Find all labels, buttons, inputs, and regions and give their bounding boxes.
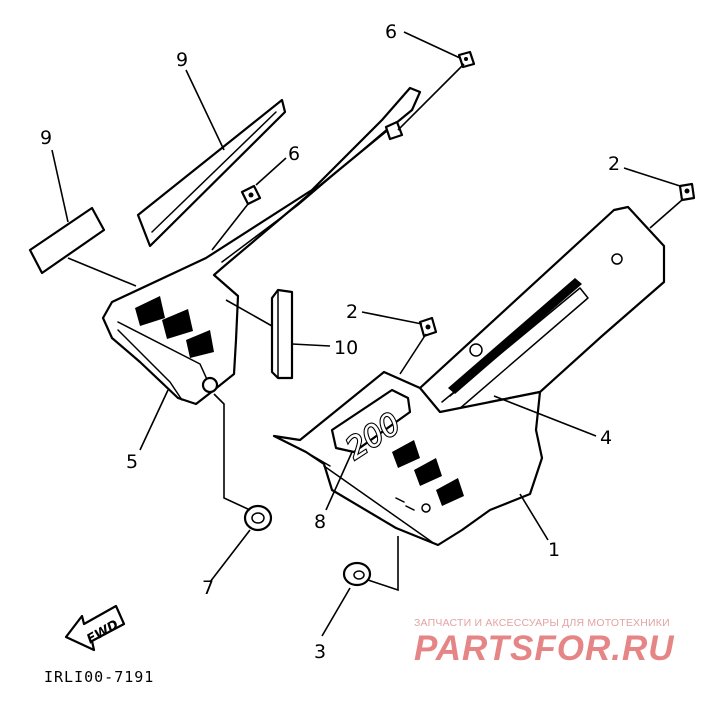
part-6-grommet-upper	[457, 50, 476, 69]
callout-6-lower: 6	[288, 143, 300, 165]
callout-3: 3	[314, 641, 326, 663]
callout-4: 4	[600, 427, 612, 449]
part-4-upper-cover	[418, 205, 666, 422]
callout-9-left: 9	[40, 127, 52, 149]
watermark: ЗАПЧАСТИ И АКСЕССУАРЫ ДЛЯ МОТОТЕХНИКИ PA…	[414, 617, 675, 668]
part-5-left-side-cover	[101, 86, 422, 406]
callout-5: 5	[126, 451, 138, 473]
part-3-grommet	[342, 561, 372, 587]
part-2-grommet-center	[418, 316, 438, 338]
callout-2-center: 2	[346, 301, 358, 323]
callout-8: 9	[176, 49, 188, 71]
watermark-caption: ЗАПЧАСТИ И АКСЕССУАРЫ ДЛЯ МОТОТЕХНИКИ	[414, 617, 670, 629]
watermark-logo: PARTSFOR.RU	[414, 629, 675, 668]
forward-direction-arrow: FWD	[64, 604, 126, 652]
callout-9-right: 8	[314, 511, 326, 533]
part-9-small-decal	[28, 206, 106, 275]
diagram-reference-code: IRLI00-7191	[44, 668, 154, 686]
part-2-grommet-right	[678, 182, 696, 202]
callout-1: 1	[548, 539, 560, 561]
part-7-grommet	[243, 504, 273, 532]
part-1-right-side-cover	[272, 370, 544, 547]
part-8-decal-strip	[136, 98, 287, 248]
callout-2-right: 2	[608, 153, 620, 175]
callout-6-upper: 6	[385, 21, 397, 43]
part-10-foam-strip	[270, 288, 294, 380]
part-6-grommet-lower	[240, 184, 262, 206]
callout-10: 10	[334, 337, 358, 359]
callout-numbers: 9 9 6 6 2 2 10 4 5 8 1 7 3	[40, 21, 620, 663]
leader-lines	[51, 31, 683, 637]
callout-7: 7	[202, 577, 214, 599]
